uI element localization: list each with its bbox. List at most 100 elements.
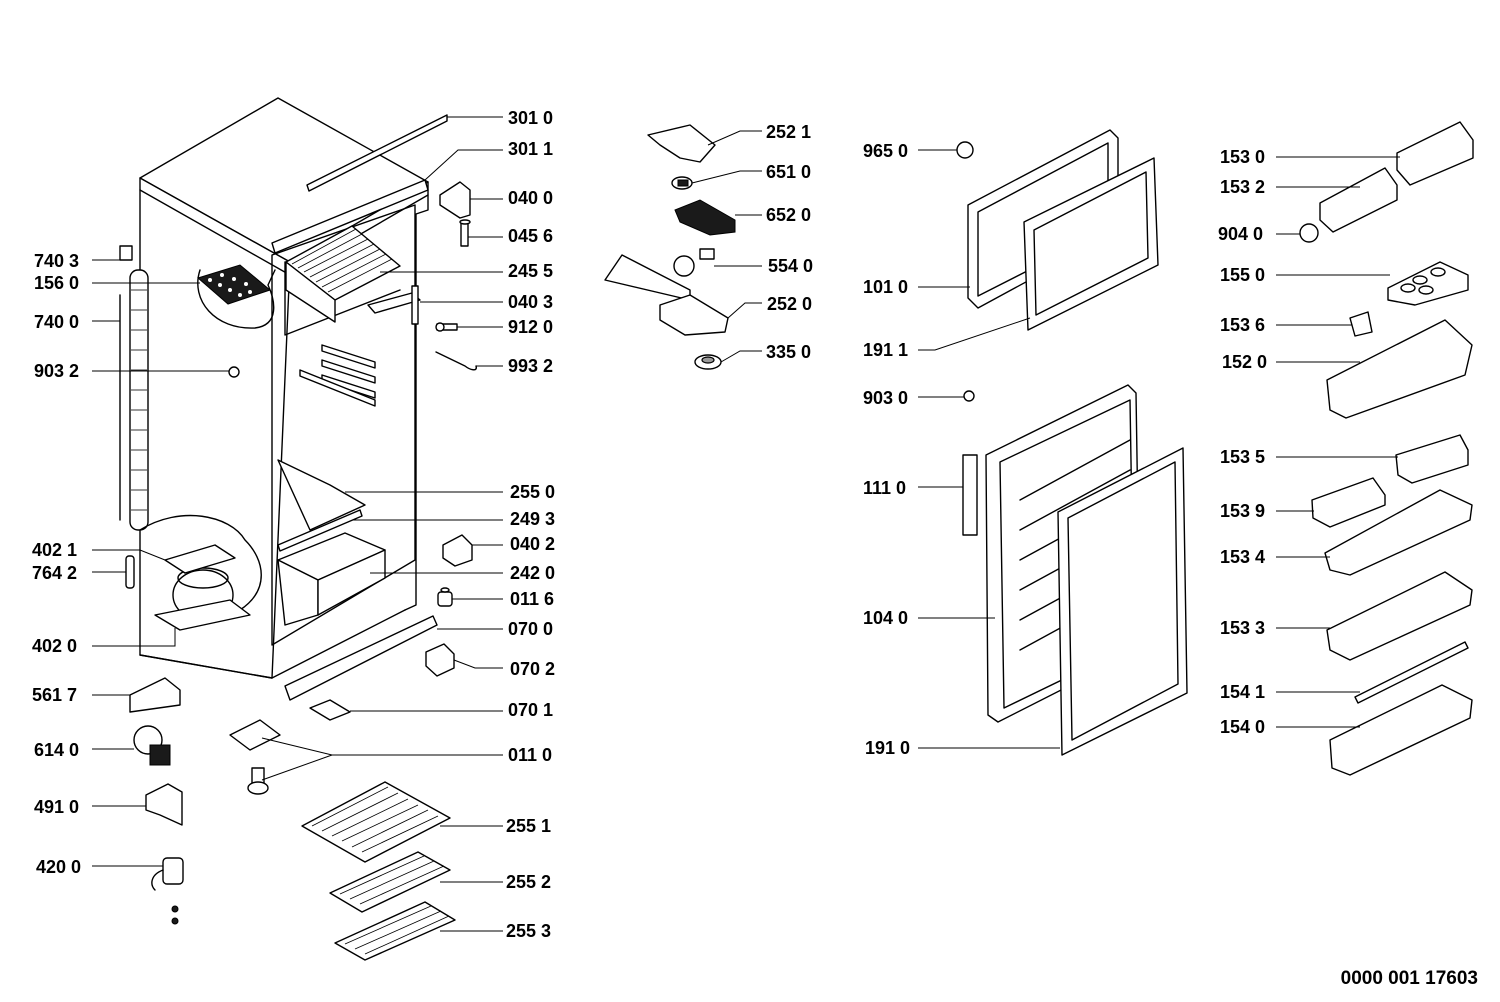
dairy-lid-1: [1396, 121, 1474, 186]
callout-label: 045 6: [508, 226, 553, 246]
callout-label: 011 6: [510, 589, 554, 609]
grille-cover: [309, 699, 351, 721]
lamp-holder: [673, 248, 715, 277]
callout-label: 040 0: [508, 188, 553, 208]
callout-label: 904 0: [1218, 224, 1263, 244]
callout-label: 070 2: [510, 659, 555, 679]
callout-label: 491 0: [34, 797, 79, 817]
callout-label: 903 2: [34, 361, 79, 381]
condenser-coil: [119, 269, 149, 531]
callout-labels: 301 0 301 1 040 0 045 6 245 5 040 3 912 …: [32, 108, 1267, 941]
callout-label: 242 0: [510, 563, 555, 583]
filter-drier: [125, 555, 135, 589]
compressor: [139, 514, 262, 631]
callout-label: 252 0: [767, 294, 812, 314]
glass-shelf-2: [329, 851, 451, 913]
callout-label: 111 0: [863, 478, 906, 498]
crisper-drawer: [277, 532, 386, 626]
callout-label: 191 1: [863, 340, 908, 360]
large-door-bin: [1326, 319, 1473, 419]
hinge-pin: [459, 219, 471, 247]
top-hinge: [439, 181, 471, 219]
callout-label: 155 0: [1220, 265, 1265, 285]
callout-label: 101 0: [863, 277, 908, 297]
bottom-hinge: [442, 534, 473, 567]
callout-label: 651 0: [766, 162, 811, 182]
leveling-foot-kit: [229, 719, 281, 795]
lamp-housing: [604, 254, 729, 336]
callout-label: 740 3: [34, 251, 79, 271]
screw: [435, 322, 458, 332]
dairy-lid-2: [1319, 167, 1398, 233]
fridge-door-gasket: [1057, 447, 1188, 756]
callout-label: 154 1: [1220, 682, 1265, 702]
callout-label: 070 1: [508, 700, 553, 720]
capacitor: [151, 857, 184, 925]
door-plug: [956, 141, 974, 159]
callout-label: 153 2: [1220, 177, 1265, 197]
leader-lines: [92, 116, 1400, 932]
front-rail: [271, 179, 429, 254]
starter-relay: [133, 725, 171, 766]
cabinet-body: [139, 97, 429, 679]
grille-clip: [425, 643, 455, 677]
bottle-bin-upper: [1326, 571, 1473, 661]
thermostat: [674, 199, 736, 236]
spacer-block: [119, 245, 133, 261]
callout-label: 301 1: [508, 139, 553, 159]
callout-label: 764 2: [32, 563, 77, 583]
callout-label: 153 4: [1220, 547, 1265, 567]
document-number: 0000 001 17603: [1341, 968, 1478, 989]
callout-label: 402 1: [32, 540, 77, 560]
callout-label: 040 3: [508, 292, 553, 312]
freezer-shelf: [285, 225, 401, 323]
relay-bracket: [129, 677, 181, 713]
base-grille: [284, 615, 438, 701]
double-door-bin: [1324, 489, 1473, 576]
freezer-door-gasket: [1023, 157, 1159, 331]
callout-label: 912 0: [508, 317, 553, 337]
bottle-bin-lower: [1329, 684, 1473, 776]
callout-label: 255 3: [506, 921, 551, 941]
adjustable-foot: [437, 587, 453, 607]
top-trim-strip: [306, 114, 448, 192]
callout-label: 153 5: [1220, 447, 1265, 467]
screw-cap: [228, 366, 240, 378]
ice-tray: [196, 264, 276, 329]
callout-label: 153 3: [1220, 618, 1265, 638]
bin-clip: [1349, 311, 1373, 337]
callout-label: 255 0: [510, 482, 555, 502]
callout-label: 153 0: [1220, 147, 1265, 167]
evaporator-bars: [299, 344, 376, 407]
callout-label: 252 1: [766, 122, 811, 142]
thermostat-cover: [647, 124, 716, 163]
callout-label: 245 5: [508, 261, 553, 281]
temperature-sensor: [435, 351, 477, 371]
crisper-frame: [277, 509, 363, 552]
callout-label: 104 0: [863, 608, 908, 628]
glass-shelf-3: [334, 901, 456, 961]
callout-label: 965 0: [863, 141, 908, 161]
callout-label: 255 1: [506, 816, 551, 836]
callout-label: 011 0: [508, 745, 552, 765]
callout-label: 191 0: [865, 738, 910, 758]
callout-label: 614 0: [34, 740, 79, 760]
bottle-rail: [1354, 641, 1469, 704]
callout-label: 040 2: [510, 534, 555, 554]
middle-hinge: [367, 285, 421, 325]
callout-label: 903 0: [863, 388, 908, 408]
callout-label: 070 0: [508, 619, 553, 639]
callout-label: 153 9: [1220, 501, 1265, 521]
callout-label: 554 0: [768, 256, 813, 276]
relay-cover: [145, 783, 183, 826]
callout-label: 156 0: [34, 273, 79, 293]
callout-label: 255 2: [506, 872, 551, 892]
door-hinge-bracket: [962, 454, 978, 536]
glass-shelf-1: [301, 781, 451, 863]
callout-label: 652 0: [766, 205, 811, 225]
callout-label: 301 0: [508, 108, 553, 128]
callout-label: 993 2: [508, 356, 553, 376]
callout-label: 249 3: [510, 509, 555, 529]
lamp-bulb: [694, 354, 722, 370]
